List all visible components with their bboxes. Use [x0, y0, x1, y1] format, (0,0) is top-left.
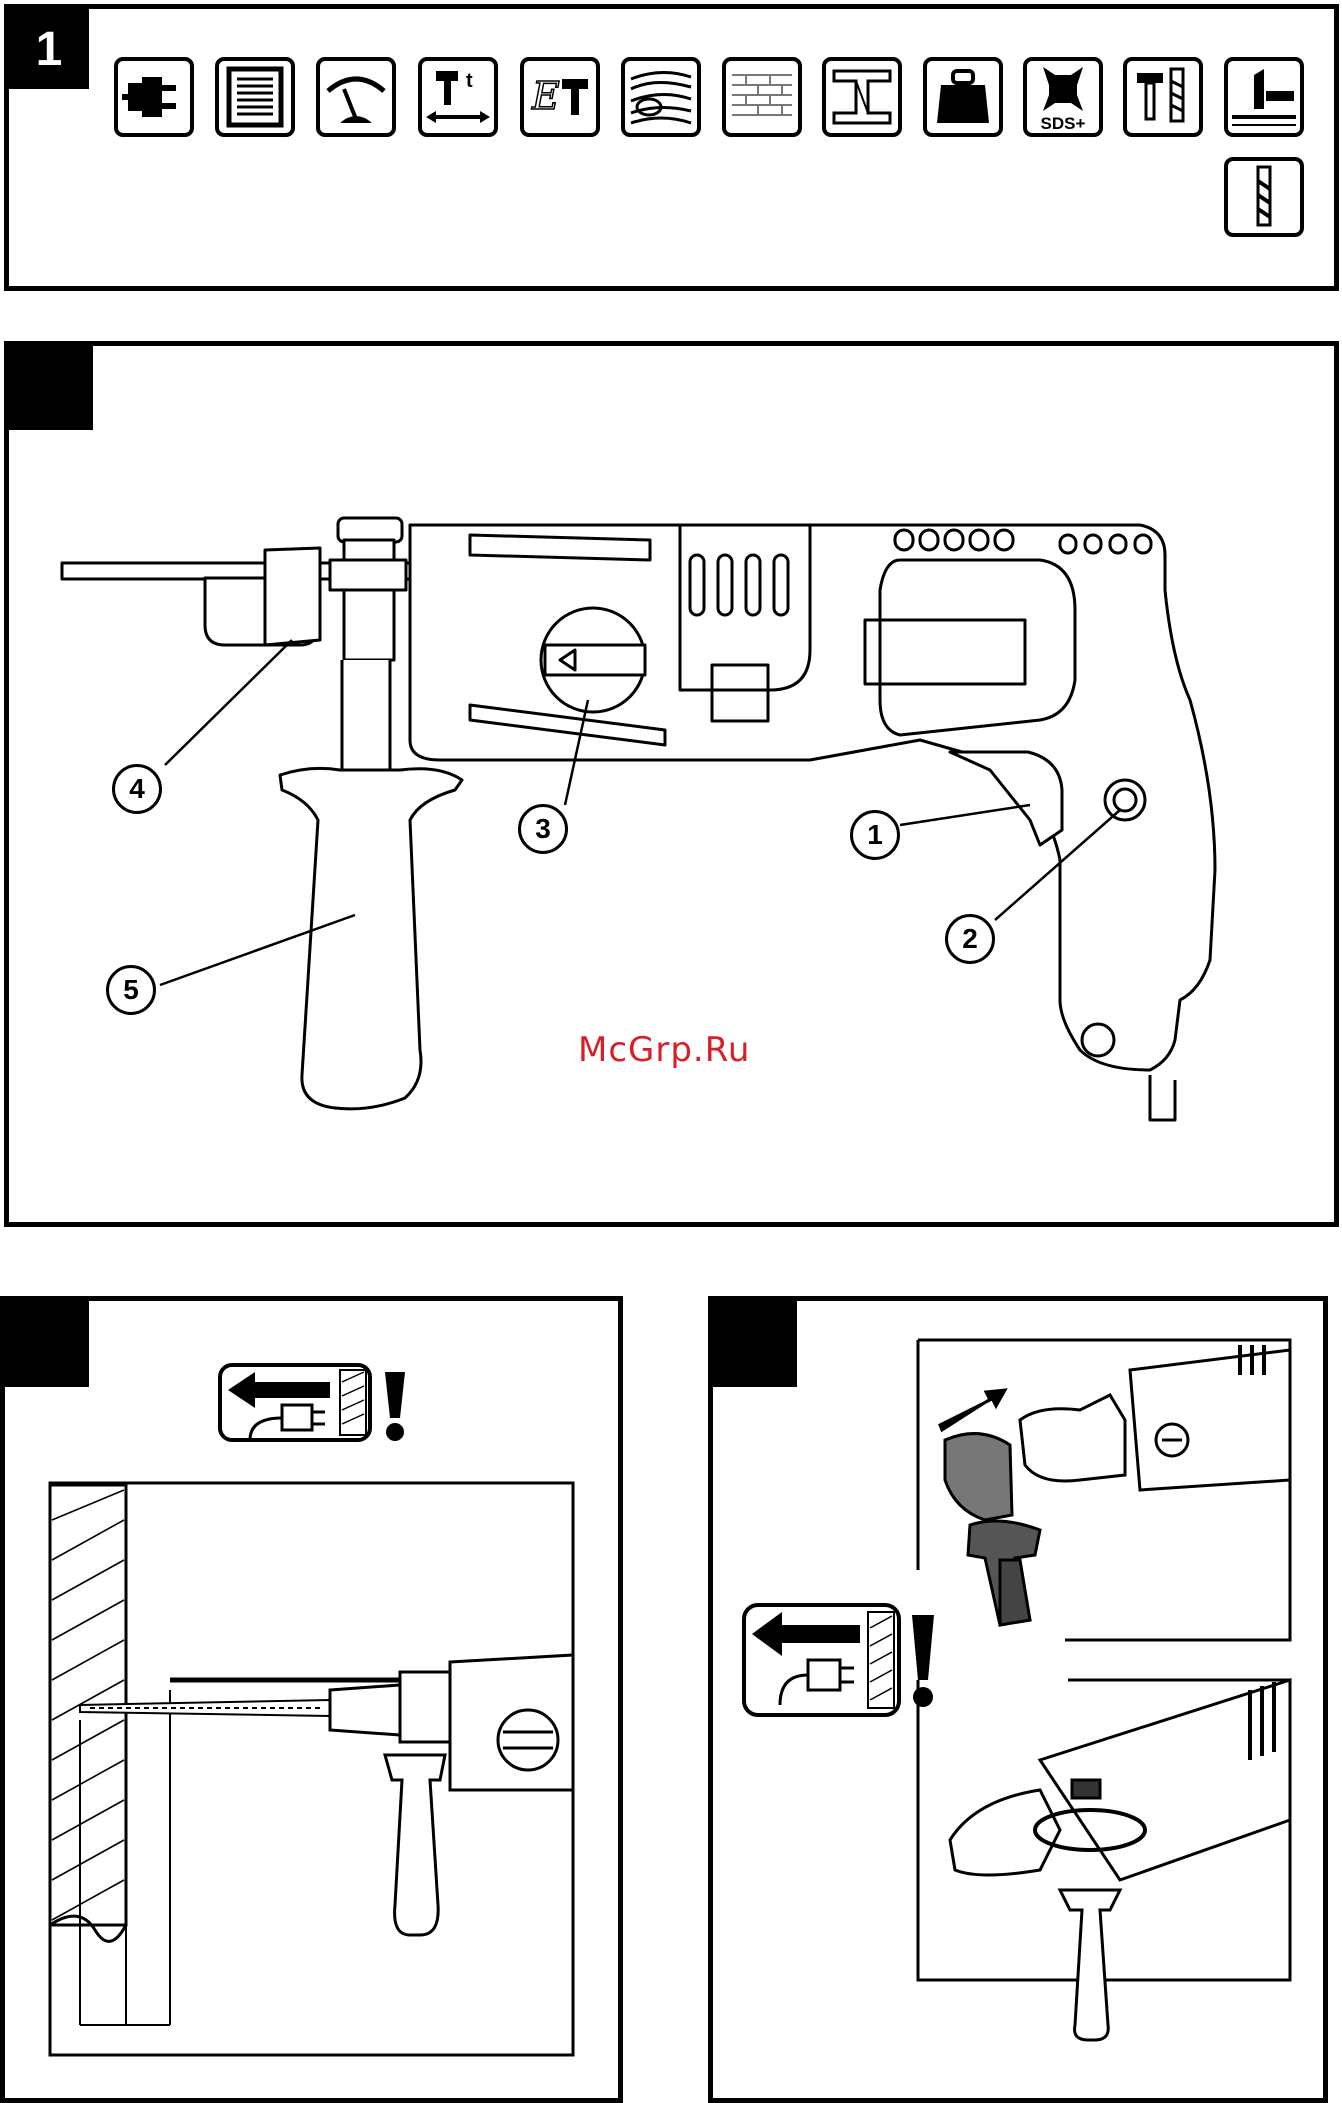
callout-4: 4 — [112, 764, 162, 814]
callout-1: 1 — [850, 810, 900, 860]
panel-4 — [708, 1296, 1328, 2103]
watermark-text: McGrp.Ru — [578, 1030, 750, 1070]
panel-3-tab — [5, 1301, 89, 1387]
panel-4-tab — [713, 1301, 797, 1387]
callout-2: 2 — [945, 914, 995, 964]
callout-5: 5 — [106, 965, 156, 1015]
panel-3 — [0, 1296, 623, 2103]
callout-3: 3 — [518, 804, 568, 854]
